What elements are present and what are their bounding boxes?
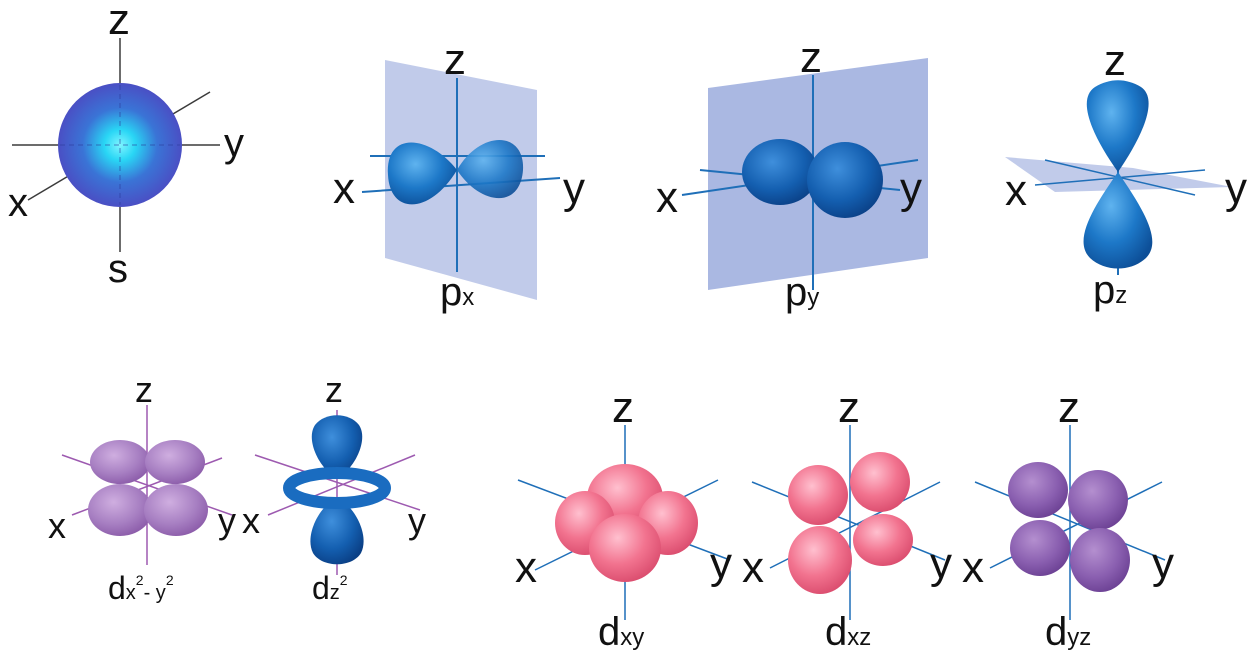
orbital-dx2-y2: z x y dx2- y2 [48,369,236,606]
py-name: py [785,270,819,314]
dyz-lobe-1 [1008,462,1068,518]
px-y-label: y [563,164,585,213]
pz-z-label: z [1104,36,1126,85]
orbital-dz2: z x y dz2 [242,369,426,606]
dyz-z-label: z [1058,383,1080,432]
pz-name: pz [1093,268,1127,312]
dx2y2-name: dx2- y2 [108,570,174,606]
dz2-lobe-bottom [310,498,364,565]
dx2y2-lobe-2 [145,440,205,484]
dyz-y-label: y [1152,539,1174,588]
px-z-label: z [444,35,466,84]
pz-x-label: x [1005,166,1027,215]
px-lobe-left [387,142,457,205]
orbital-py: z x y py [656,33,928,314]
py-x-label: x [656,173,678,222]
dxz-lobe-2 [850,452,910,512]
px-lobe-right [457,140,524,199]
s-x-label: x [8,181,28,225]
dz2-lobe-top [311,415,363,478]
dxy-lobe-front [589,514,661,582]
dxy-name: dxy [598,610,644,654]
dz2-y-label: y [408,500,426,541]
dxz-lobe-3 [853,514,913,566]
dxz-y-label: y [930,539,952,588]
dxy-y-label: y [710,539,732,588]
s-name: s [108,247,128,291]
dz2-name: dz2 [312,570,348,606]
pz-lobe-bottom [1083,172,1153,269]
dx2y2-x-label: x [48,505,66,546]
s-sphere [58,83,182,207]
dxz-lobe-1 [788,465,848,525]
dx2y2-lobe-1 [90,440,150,484]
orbital-dyz: z x y dyz [962,383,1174,654]
dx2y2-lobe-3 [88,484,152,536]
dx2y2-y-label: y [218,500,236,541]
pz-y-label: y [1225,164,1247,213]
py-z-label: z [800,33,822,82]
s-z-label: z [108,0,130,44]
dx2y2-lobe-4 [144,484,208,536]
px-x-label: x [333,164,355,213]
dz2-z-label: z [325,369,343,410]
dxz-z-label: z [838,383,860,432]
orbital-dxy: z x y dxy [515,383,732,654]
dxy-x-label: x [515,543,537,592]
py-lobe-right [807,142,883,218]
pz-lobe-top [1086,80,1149,172]
py-lobe-left [742,139,818,205]
dyz-lobe-3 [1010,520,1070,576]
dz2-x-label: x [242,500,260,541]
dxz-name: dxz [825,610,871,654]
dyz-name: dyz [1045,610,1091,654]
dxy-z-label: z [612,383,634,432]
py-y-label: y [900,164,922,213]
px-plane [385,60,537,300]
orbital-s: z y x s [8,0,244,291]
dxz-lobe-4 [788,526,852,594]
orbital-pz: z x y pz [1005,36,1247,312]
dyz-x-label: x [962,543,984,592]
px-name: px [440,270,474,314]
s-y-label: y [224,121,244,165]
orbital-dxz: z x y dxz [742,383,952,654]
dyz-lobe-4 [1070,528,1130,592]
dx2y2-z-label: z [135,369,153,410]
dxz-x-label: x [742,543,764,592]
dyz-lobe-2 [1068,470,1128,530]
orbital-px: z x y px [333,35,585,314]
dz2-torus [283,467,391,509]
